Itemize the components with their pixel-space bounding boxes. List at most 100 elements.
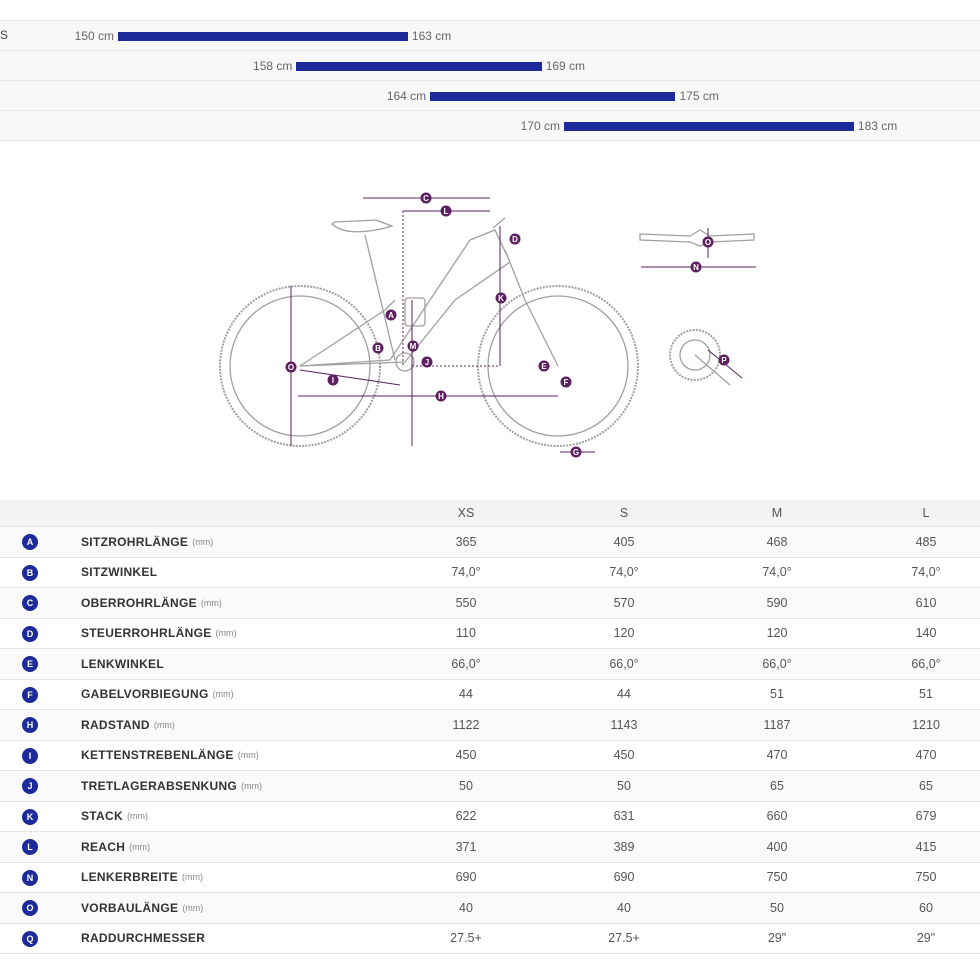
measure-name: SITZWINKEL <box>81 565 158 580</box>
measure-value: 660 <box>766 809 788 824</box>
size-range-row: 170 cm 183 cm <box>0 111 980 141</box>
measure-value: 44 <box>617 687 631 702</box>
measure-value: 1210 <box>912 717 940 732</box>
measure-key-badge: Q <box>22 930 38 947</box>
measure-key-badge: I <box>22 747 38 764</box>
diagram-letter: L <box>444 207 449 216</box>
measure-key-badge: J <box>22 778 38 794</box>
measure-value: 27.5+ <box>608 931 640 946</box>
saddle <box>330 219 395 233</box>
diagram-letter: F <box>564 378 569 387</box>
bike-geometry-diagram: C L D K A B M J O I H E F G N P O <box>219 192 756 458</box>
measure-value: 365 <box>455 534 477 549</box>
measure-label: KETTENSTREBENLÄNGE(mm) <box>81 741 259 771</box>
marker-f <box>560 376 572 388</box>
size-range-chart: S 150 cm 163 cm 158 cm 169 cm 164 cm 175… <box>0 20 980 141</box>
measure-key-badge: K <box>22 808 38 825</box>
measure-name: LENKWINKEL <box>81 656 164 671</box>
measure-value: 51 <box>770 687 784 702</box>
measure-key-badge: L <box>22 839 38 855</box>
measure-value: 65 <box>919 778 933 793</box>
measure-value: 590 <box>766 595 788 610</box>
measure-unit: (mm) <box>126 811 148 822</box>
measure-label: GABELVORBIEGUNG(mm) <box>81 680 234 710</box>
header-size-l: L <box>922 506 930 520</box>
chainring <box>669 329 721 381</box>
measure-name: VORBAULÄNGE <box>81 900 179 915</box>
marker-a <box>385 309 397 321</box>
measure-key-badge: F <box>22 686 38 703</box>
bike-drawing <box>219 217 755 447</box>
size-range-max: 175 cm <box>679 89 719 103</box>
measure-unit: (mm) <box>153 719 175 730</box>
measure-key-badge: A <box>22 534 38 550</box>
measure-unit: (mm) <box>212 689 234 700</box>
measure-label: STACK(mm) <box>81 802 148 832</box>
measure-key-badge: C <box>22 595 38 611</box>
marker-g <box>570 446 582 458</box>
measure-label: VORBAULÄNGE(mm) <box>81 893 203 923</box>
measure-label: RADSTAND(mm) <box>81 710 175 740</box>
measure-name: STACK <box>81 809 123 824</box>
measure-label: SITZROHRLÄNGE(mm) <box>81 527 213 557</box>
seat-tube <box>364 234 396 361</box>
measure-value: 1122 <box>452 717 480 732</box>
size-range-row: 164 cm 175 cm <box>0 81 980 111</box>
size-range-min: 150 cm <box>74 29 114 43</box>
measure-key-badge: D <box>22 625 38 642</box>
size-range-min: 158 cm <box>253 59 293 73</box>
table-header: XS S M L <box>0 500 980 527</box>
marker-j <box>421 356 433 368</box>
marker-l <box>440 205 452 217</box>
measure-value: 40 <box>617 900 631 915</box>
marker-i <box>327 374 339 386</box>
measure-key-badge: B <box>22 564 38 581</box>
measure-name: RADDURCHMESSER <box>81 931 206 946</box>
measure-value: 27.5+ <box>450 931 482 946</box>
measure-key-badge: E <box>22 656 38 672</box>
measure-name: STEUERROHRLÄNGE <box>81 626 212 641</box>
header-size-xs: XS <box>457 506 475 520</box>
measure-name: LENKERBREITE <box>81 870 178 885</box>
measure-value: 610 <box>915 595 937 610</box>
measure-label: TRETLAGERABSENKUNG(mm) <box>81 771 262 801</box>
measure-value: 1143 <box>610 717 638 732</box>
measure-unit: (mm) <box>200 597 222 608</box>
size-range-max: 163 cm <box>411 29 452 43</box>
size-range-row: S 150 cm 163 cm <box>0 20 980 51</box>
shock <box>404 297 426 327</box>
rear-wheel <box>219 285 381 447</box>
measure-value: 60 <box>919 900 933 915</box>
diagram-letter: J <box>425 358 429 367</box>
diagram-letter: D <box>512 235 518 244</box>
measure-value: 389 <box>613 839 635 854</box>
measure-value: 50 <box>770 900 784 915</box>
marker-c <box>420 192 432 204</box>
measure-value: 74,0° <box>911 565 941 580</box>
measure-value: 66,0° <box>609 656 639 671</box>
measure-value: 29" <box>916 931 936 946</box>
diagram-letter: A <box>388 311 394 320</box>
handlebar-top-view <box>639 229 755 247</box>
measure-value: 400 <box>766 839 788 854</box>
measure-value: 679 <box>915 809 937 824</box>
measure-value: 74,0° <box>609 565 639 580</box>
size-range-row: 158 cm 169 cm <box>0 51 980 81</box>
header-size-m: M <box>771 506 783 520</box>
chainring-inner <box>679 339 711 371</box>
measure-value: 415 <box>915 839 937 854</box>
measure-value: 750 <box>915 870 937 885</box>
marker-o-stem <box>702 236 714 248</box>
marker-h <box>435 390 447 402</box>
diagram-letter: C <box>423 194 429 203</box>
measure-unit: (mm) <box>182 902 204 913</box>
measure-value: 66,0° <box>762 656 792 671</box>
measure-name: OBERROHRLÄNGE <box>81 595 197 610</box>
size-range-max: 169 cm <box>545 59 586 73</box>
marker-k <box>495 292 507 304</box>
marker-b <box>372 342 384 354</box>
